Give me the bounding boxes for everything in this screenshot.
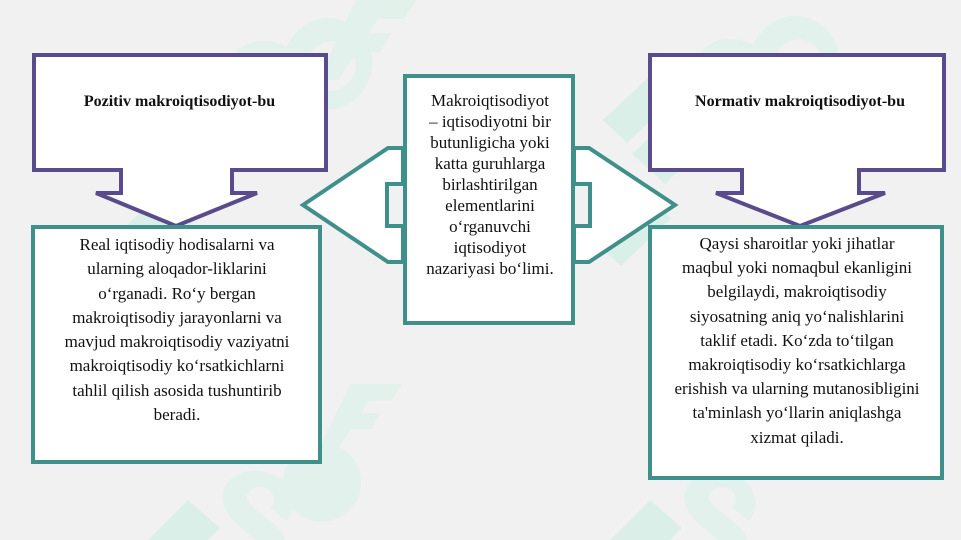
right-title-callout xyxy=(648,53,946,229)
right-description-text: Qaysi sharoitlar yoki jihatlar maqbul yo… xyxy=(674,234,920,447)
left-description-text: Real iqtisodiy hodisalarni va ularning a… xyxy=(64,235,290,425)
right-title: Normativ makroiqtisodiyot-bu xyxy=(695,93,905,110)
watermark-letter-icon xyxy=(318,384,402,451)
right-description-box xyxy=(648,225,944,480)
watermark-logo-icon xyxy=(148,500,220,540)
center-definition-box xyxy=(403,74,575,325)
left-title: Pozitiv makroiqtisodiyot-bu xyxy=(83,93,276,110)
watermark-letter-icon xyxy=(684,470,756,540)
left-title-callout xyxy=(32,53,328,229)
watermark-logo-icon xyxy=(610,500,682,540)
watermark-letter-icon xyxy=(222,470,294,540)
left-description-box xyxy=(31,225,322,464)
center-definition-text: Makroiqtisodiyot – iqtisodiyotni bir but… xyxy=(426,91,554,278)
watermark-letter-icon xyxy=(318,0,417,80)
watermark-logo-bottom-right xyxy=(610,470,756,540)
